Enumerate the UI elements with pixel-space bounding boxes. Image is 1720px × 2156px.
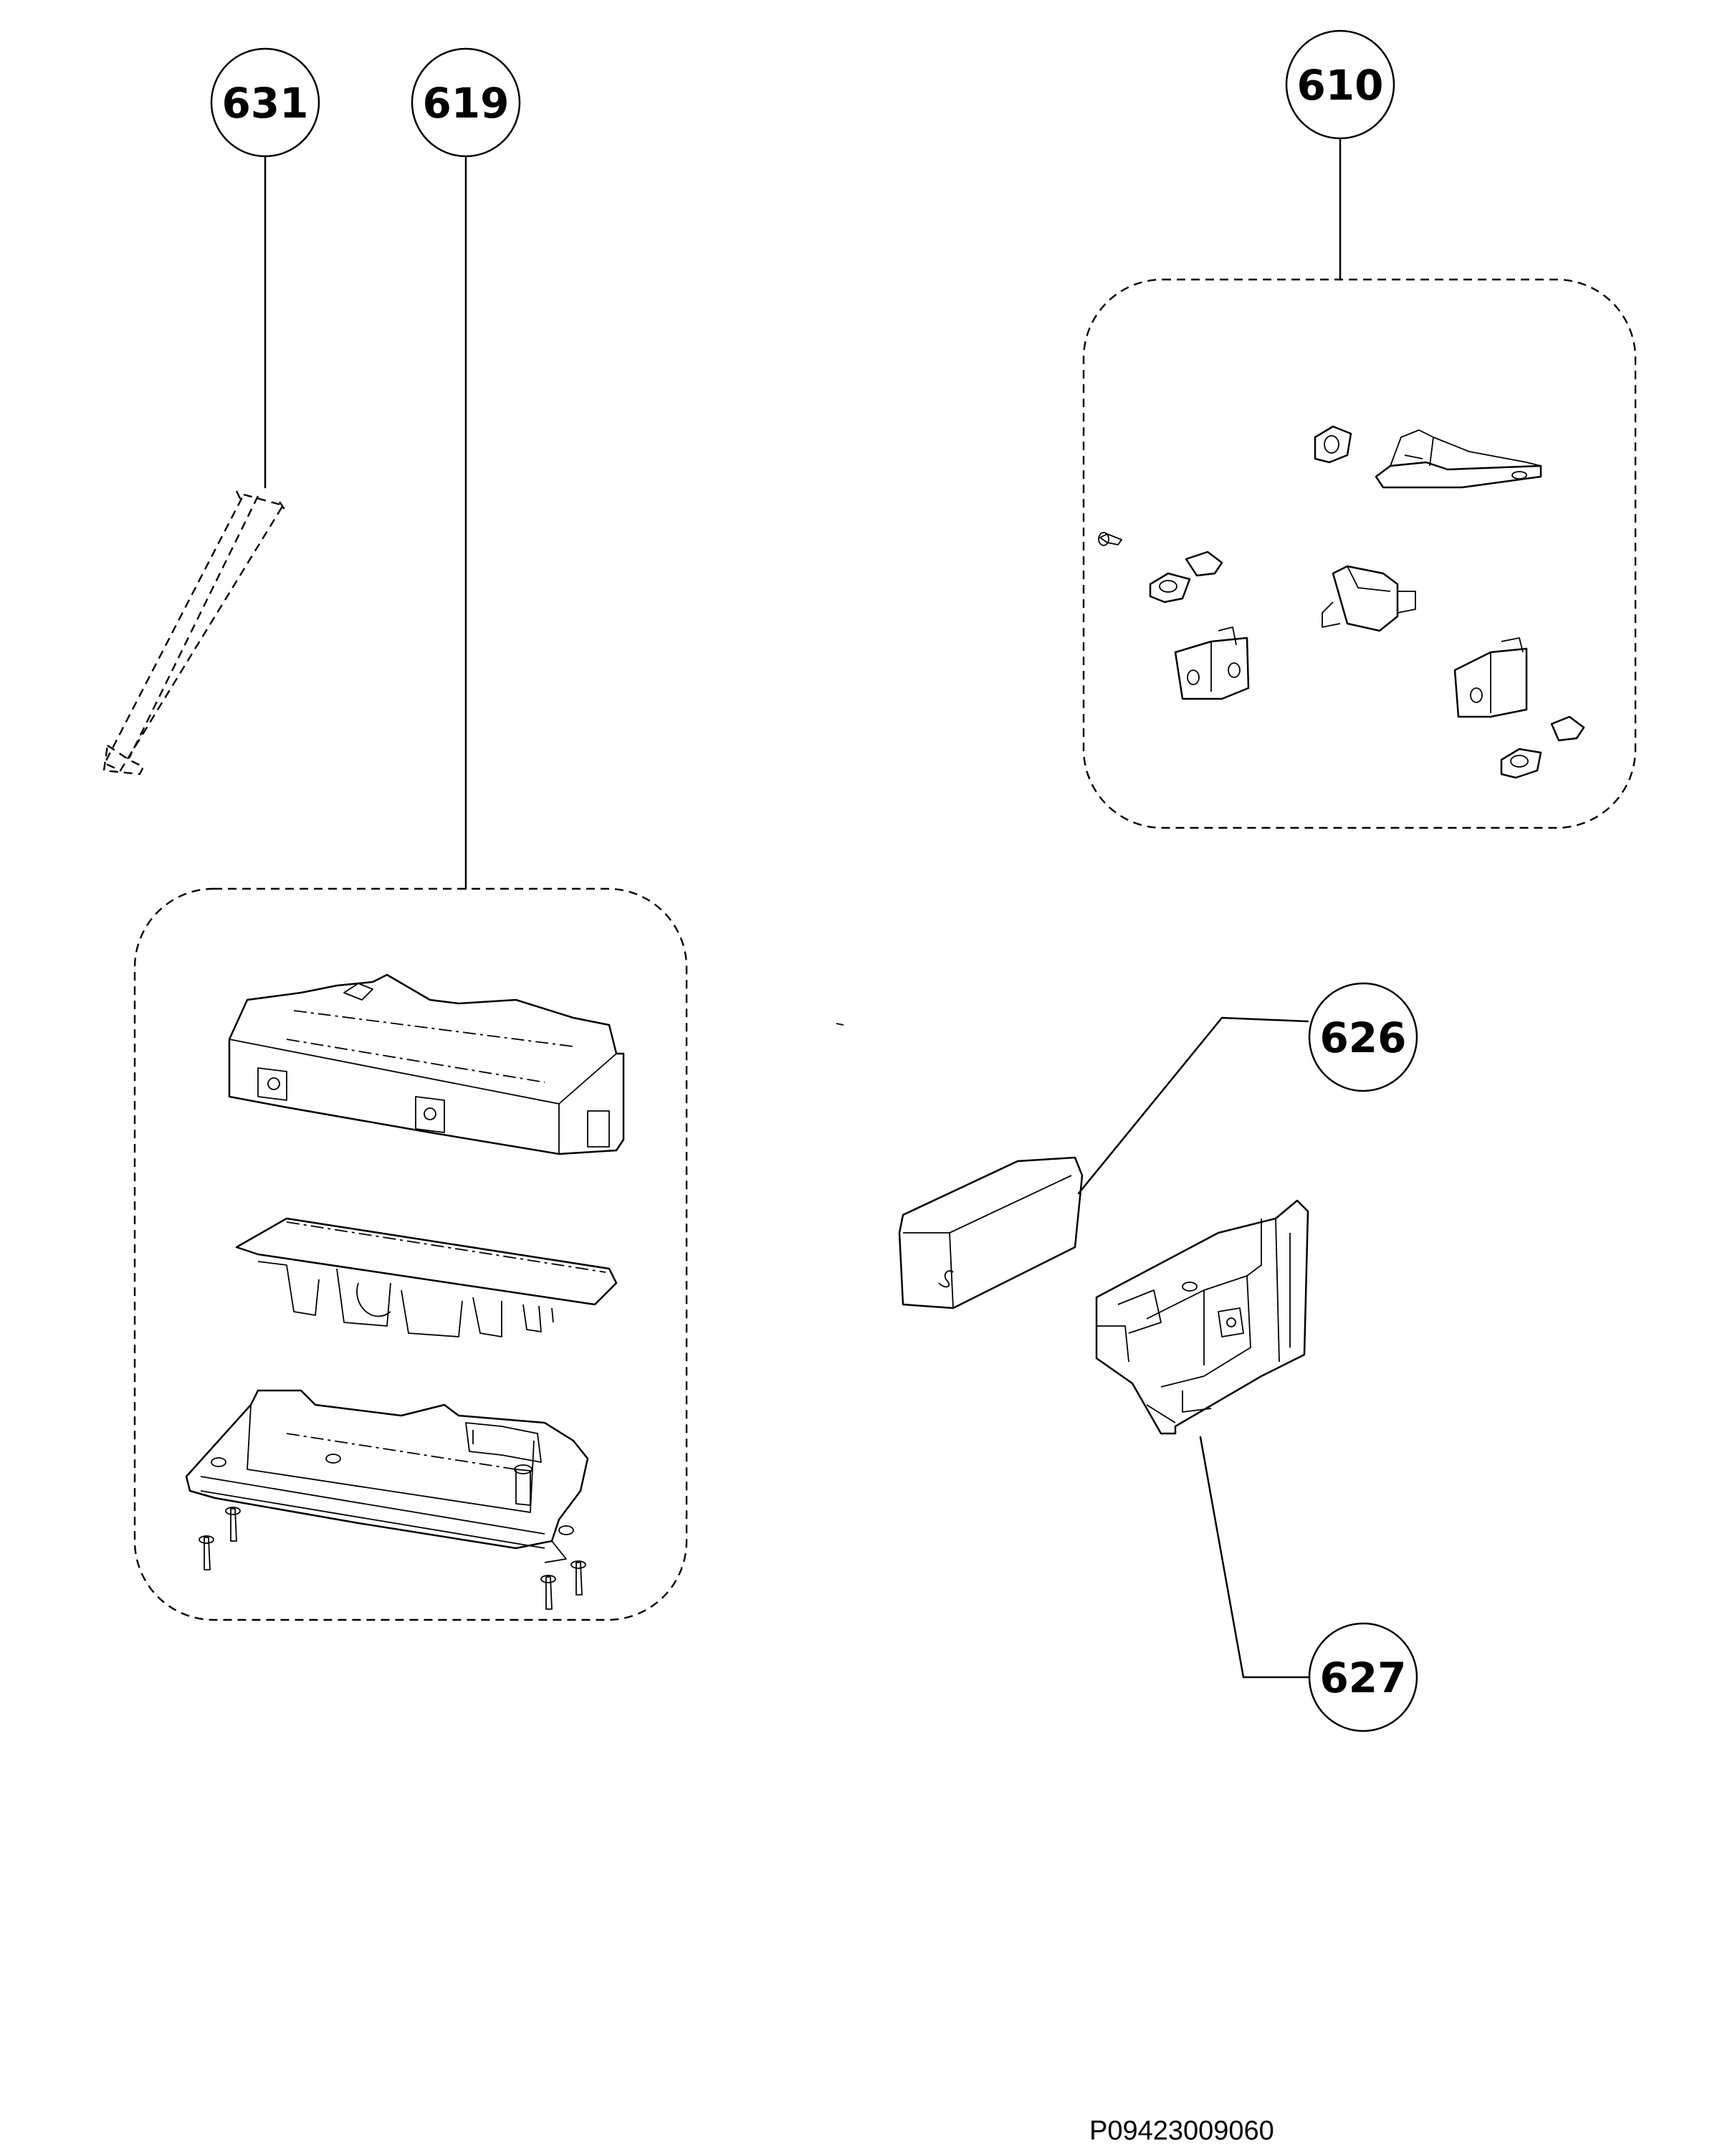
part-610-clip-b [1500,715,1585,779]
part-619-base [185,1389,589,1563]
part-610-bracket [1375,429,1542,489]
callout-619: 619 [411,47,521,890]
part-619-cover [228,973,625,1155]
callout-631: 631 [210,47,320,489]
callout-619-circle [411,47,521,158]
part-610-holder [1322,565,1416,632]
callout-610-circle [1285,29,1395,140]
callout-626-label: 626 [1319,1013,1406,1062]
group-619-boundary [133,887,688,1621]
callout-627-label: 627 [1319,1654,1406,1702]
callout-631-circle [210,47,320,158]
part-610-clip-a [1149,550,1223,604]
part-631-rod [102,490,287,776]
callout-610: 610 [1285,29,1395,281]
document-id: P09423009060 [1089,2116,1274,2146]
callout-631-label: 631 [221,79,308,128]
part-619-pcb [235,1217,618,1337]
part-610-bracket-b [1174,626,1250,700]
callout-626-circle [1308,982,1418,1092]
part-619-screws [199,1507,586,1610]
part-610-grommet [1314,425,1352,464]
callout-627: 627 [1199,1436,1418,1732]
part-626-cover [898,1156,1084,1310]
part-627-housing [1095,1199,1309,1435]
group-610-boundary [1082,278,1637,829]
part-610-screw [1098,532,1122,546]
callout-619-label: 619 [422,79,509,128]
part-610-bracket-c [1453,637,1528,718]
callout-626: 626 [1077,982,1418,1195]
callout-610-label: 610 [1296,61,1383,110]
callout-627-circle [1308,1622,1418,1732]
